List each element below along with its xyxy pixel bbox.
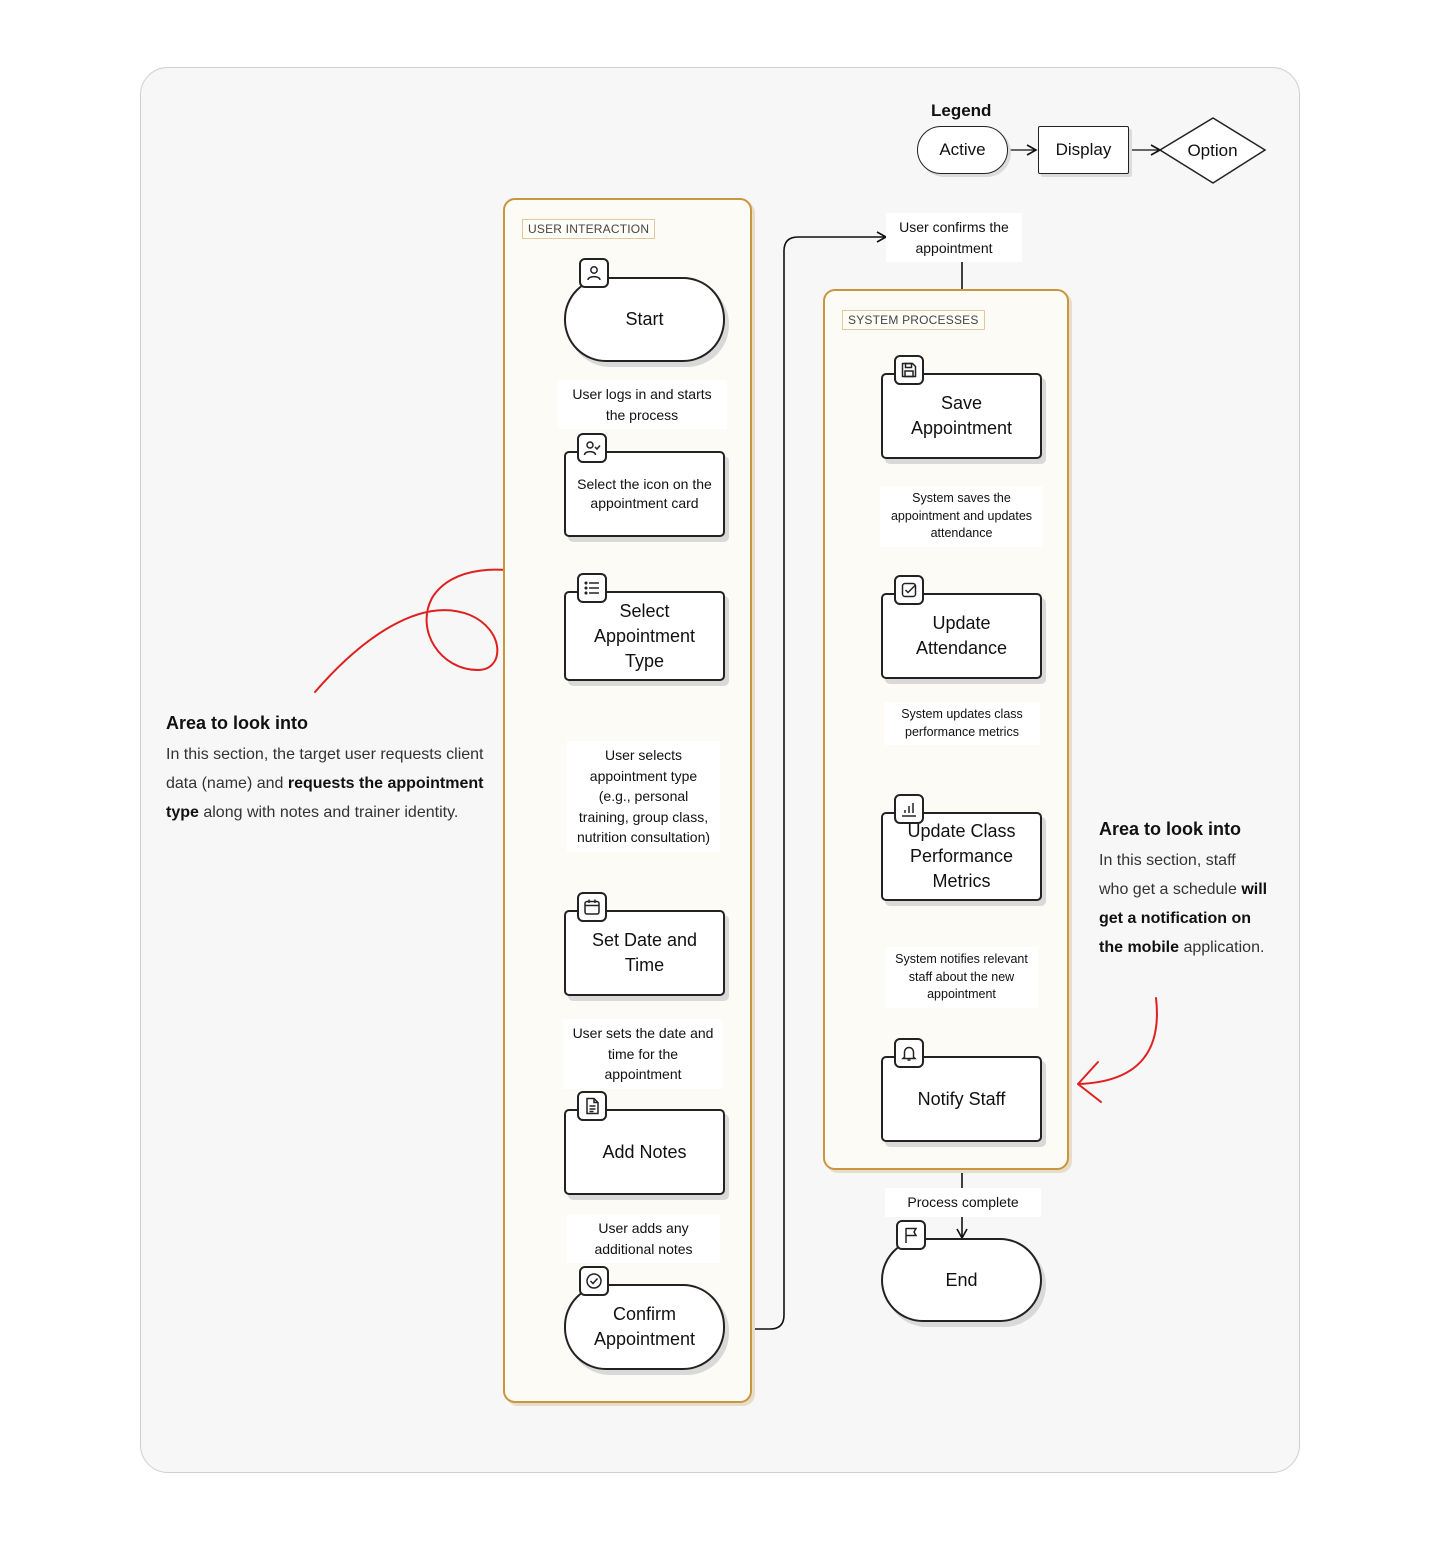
node-select-appointment-type[interactable]: Select Appointment Type bbox=[564, 591, 725, 681]
legend-option: Option bbox=[1187, 140, 1238, 160]
node-add-notes[interactable]: Add Notes bbox=[564, 1109, 725, 1195]
lane-label-system: SYSTEM PROCESSES bbox=[842, 310, 985, 330]
edge-label-updates-metrics: System updates class performance metrics bbox=[884, 702, 1040, 745]
node-add-notes-label: Add Notes bbox=[602, 1141, 687, 1162]
edge-label-notifies: System notifies relevant staff about the… bbox=[885, 947, 1038, 1008]
list-icon bbox=[577, 573, 607, 603]
edge-label-complete: Process complete bbox=[885, 1188, 1041, 1217]
edge-label-logs-in: User logs in and starts the process bbox=[557, 380, 727, 429]
edge-label-confirms: User confirms the appointment bbox=[886, 213, 1022, 262]
note-left-title: Area to look into bbox=[166, 713, 309, 733]
note-left-text-1: In this section, the target user request… bbox=[166, 746, 484, 792]
note-right-text-1: In this section, staff who get a schedul… bbox=[1099, 852, 1242, 898]
node-set-date-label: Set Date and Time bbox=[591, 930, 698, 975]
bell-icon bbox=[894, 1038, 924, 1068]
legend-display: Display bbox=[1038, 126, 1129, 174]
note-right-bold: will get a notification on the mobile bbox=[1099, 881, 1268, 956]
calendar-icon bbox=[577, 892, 607, 922]
note-right-text-2: application. bbox=[1179, 939, 1265, 956]
node-end-label: End bbox=[945, 1269, 978, 1290]
lane-label-user: USER INTERACTION bbox=[522, 219, 656, 239]
node-confirm-appointment[interactable]: Confirm Appointment bbox=[564, 1284, 725, 1370]
note-left-text-2: along with notes and trainer identity. bbox=[198, 804, 459, 821]
edge-label-selects-type: User selects appointment type (e.g., per… bbox=[567, 741, 720, 852]
check-circle-icon bbox=[579, 1266, 609, 1296]
legend-title: Legend bbox=[931, 101, 992, 120]
node-notify-staff[interactable]: Notify Staff bbox=[881, 1056, 1042, 1142]
node-save-label: Save Appointment bbox=[910, 393, 1013, 438]
node-update-metrics[interactable]: Update Class Performance Metrics bbox=[881, 812, 1042, 901]
save-icon bbox=[894, 355, 924, 385]
node-start-label: Start bbox=[625, 309, 664, 329]
node-select-icon[interactable]: Select the icon on the appointment card bbox=[564, 451, 725, 537]
document-icon bbox=[577, 1091, 607, 1121]
node-attendance-label: Update Attendance bbox=[915, 613, 1008, 658]
edge-label-adds-notes: User adds any additional notes bbox=[567, 1214, 720, 1263]
legend-active: Active bbox=[917, 126, 1008, 174]
node-end[interactable]: End bbox=[881, 1238, 1042, 1322]
user-check-icon bbox=[577, 433, 607, 463]
flag-icon bbox=[896, 1220, 926, 1250]
node-confirm-label: Confirm Appointment bbox=[593, 1304, 696, 1349]
note-right-title: Area to look into bbox=[1099, 819, 1242, 839]
checkbox-icon bbox=[894, 575, 924, 605]
bar-chart-icon bbox=[894, 794, 924, 824]
node-update-attendance[interactable]: Update Attendance bbox=[881, 593, 1042, 679]
note-right: Area to look into In this section, staff… bbox=[1099, 815, 1269, 962]
user-icon bbox=[579, 258, 609, 288]
node-select-icon-label: Select the icon on the appointment card bbox=[577, 476, 712, 511]
node-start[interactable]: Start bbox=[564, 277, 725, 362]
node-metrics-label: Update Class Performance Metrics bbox=[907, 821, 1016, 891]
node-set-date-time[interactable]: Set Date and Time bbox=[564, 910, 725, 996]
edge-label-saves: System saves the appointment and updates… bbox=[880, 486, 1043, 547]
node-select-type-label: Select Appointment Type bbox=[593, 600, 696, 671]
note-left: Area to look into In this section, the t… bbox=[166, 709, 496, 827]
node-save-appointment[interactable]: Save Appointment bbox=[881, 373, 1042, 459]
node-notify-label: Notify Staff bbox=[917, 1088, 1006, 1109]
edge-label-sets-date: User sets the date and time for the appo… bbox=[563, 1019, 723, 1089]
note-left-bold: requests the appointment type bbox=[166, 775, 484, 821]
